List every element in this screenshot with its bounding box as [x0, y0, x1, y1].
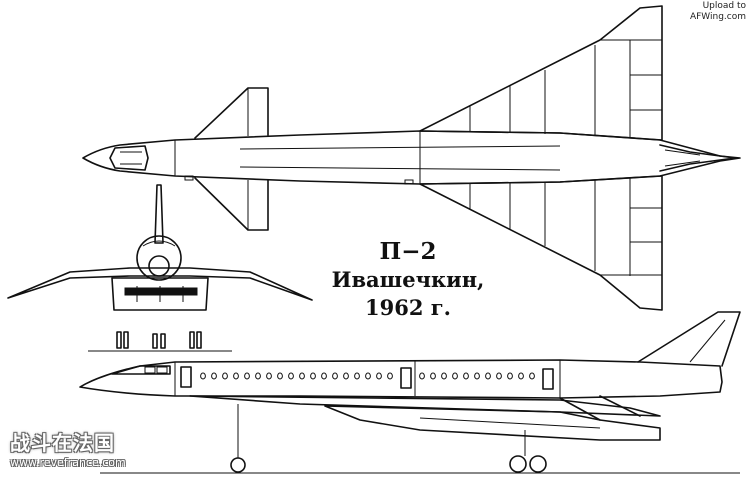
side-view-window [343, 372, 349, 380]
side-view-window [430, 372, 436, 380]
front-view-landing-gear [88, 331, 232, 352]
front-view-wing [7, 267, 313, 301]
front-view-fin [154, 184, 164, 244]
plan-view-fuselage [82, 130, 741, 185]
watermark-url: www.revefrance.com [10, 456, 126, 469]
front-view-engine-block [111, 277, 209, 311]
side-view-window [277, 372, 283, 380]
side-view-window [485, 372, 491, 380]
side-view-engine-nacelle [324, 405, 661, 441]
side-view-landing-gear [100, 404, 740, 474]
side-view-window [332, 372, 338, 380]
aircraft-designation: П−2 [379, 238, 437, 265]
side-view-window [419, 372, 425, 380]
watermark-text: 战斗在法国 [10, 431, 115, 455]
side-view-cockpit [111, 365, 171, 375]
upload-note-line1: Upload to [702, 1, 746, 11]
side-view-window [376, 372, 382, 380]
plan-view [82, 5, 741, 311]
side-view-window [474, 372, 480, 380]
side-view-window [441, 372, 447, 380]
plan-view-canard-upper [194, 87, 269, 139]
side-view-window [529, 372, 535, 380]
upload-note: Upload to AFWing.com [690, 1, 746, 23]
side-view-fuselage [79, 359, 723, 399]
side-view-window [233, 372, 239, 380]
plan-view-wing-upper [419, 5, 663, 141]
side-view-window [211, 372, 217, 380]
side-view-window [354, 372, 360, 380]
front-view [7, 184, 313, 352]
aircraft-title-block: П−2 Ивашечкин, 1962 г. [318, 238, 498, 322]
side-view-window [266, 372, 272, 380]
side-view [79, 311, 741, 474]
side-view-window [288, 372, 294, 380]
side-view-window [518, 372, 524, 380]
side-view-window [496, 372, 502, 380]
side-view-window [387, 372, 393, 380]
side-view-window [222, 372, 228, 380]
side-view-window [452, 372, 458, 380]
side-view-window [463, 372, 469, 380]
side-view-window [200, 372, 206, 380]
side-view-window [255, 372, 261, 380]
side-view-window [299, 372, 305, 380]
plan-view-canopy [109, 145, 149, 171]
side-view-window [244, 372, 250, 380]
upload-note-line2: AFWing.com [689, 12, 746, 22]
front-view-fuselage [136, 235, 182, 281]
designer-name: Ивашечкин, [331, 267, 485, 292]
side-view-wing [189, 395, 661, 417]
side-view-window [365, 372, 371, 380]
year-label: 1962 г. [365, 295, 451, 320]
plan-view-exhaust [659, 144, 736, 172]
plan-view-canard-lower [194, 177, 269, 231]
side-view-window-row [200, 372, 535, 380]
side-view-window [310, 372, 316, 380]
watermark: 战斗在法国 www.revefrance.com [10, 427, 150, 469]
side-view-window [507, 372, 513, 380]
side-view-tail-fin [637, 311, 741, 367]
side-view-window [321, 372, 327, 380]
